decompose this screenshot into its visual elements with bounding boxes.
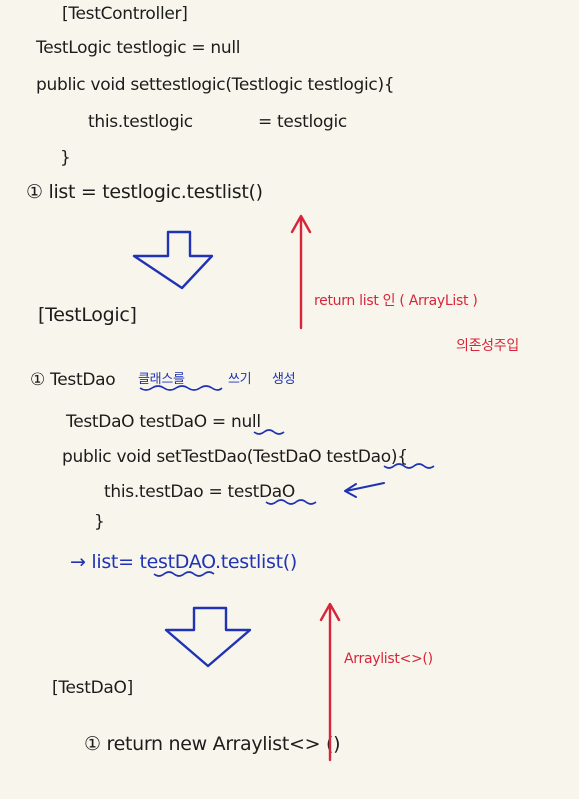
section3-step: ① return new Arraylist<> () [84,733,341,755]
section2-line3a: this.testDao = [104,482,228,502]
section2-line1a: TestDaO testDaO = [66,412,231,432]
down-arrow-icon [164,606,252,668]
section2-line3: this.testDao = testDaO [104,482,295,502]
section2-line2b: testDao [326,447,391,467]
squiggle-underline [153,571,215,577]
section2-line2: public void setTestDao(TestDaO testDao){ [62,447,408,467]
section2-line1: TestDaO testDaO = null [66,412,261,432]
section1-step: ① list = testlogic.testlist() [26,181,263,203]
section3-header: [TestDaO] [52,678,133,698]
section2-line5b: testDAO [139,551,215,573]
section2-step-prefix: ① TestDao [30,370,116,390]
squiggle-underline [139,385,223,391]
squiggle-underline [383,463,435,469]
section2-line5a: → list= [70,551,140,573]
section2-line5c: .testlist() [214,551,297,573]
down-arrow-icon [132,230,214,290]
annotation-return-list-2: 의존성주입 [456,338,519,354]
section2-line2c: ){ [390,447,408,467]
section2-header: [TestLogic] [38,304,137,326]
section1-line4: } [60,148,71,168]
section2-line5: → list= testDAO.testlist() [70,551,297,573]
left-arrow-icon [344,482,385,498]
up-arrow-icon [290,214,312,330]
squiggle-underline [253,429,285,435]
section1-line1: TestLogic testlogic = null [36,38,241,58]
section2-line4: } [94,512,105,532]
section2-step-annot1: 클래스를 [138,372,185,387]
section2-step-annot2: 쓰기 [228,372,252,387]
section2-step-annot3: 생성 [272,372,296,387]
section2-line3b: testDaO [227,482,296,502]
section1-line2: public void settestlogic(Testlogic testl… [36,75,395,95]
annotation-arraylist: Arraylist<>() [344,651,433,667]
section2-line2a: public void setTestDao(TestDaO [62,447,327,467]
section2-line1b: null [230,412,261,432]
annotation-return-list: return list 인 ( ArrayList ) [314,293,478,309]
section1-header: [TestController] [62,4,188,24]
section1-line3b: = testlogic [258,112,347,132]
section1-line3a: this.testlogic [88,112,193,132]
up-arrow-icon [319,602,341,762]
squiggle-underline [265,499,317,505]
